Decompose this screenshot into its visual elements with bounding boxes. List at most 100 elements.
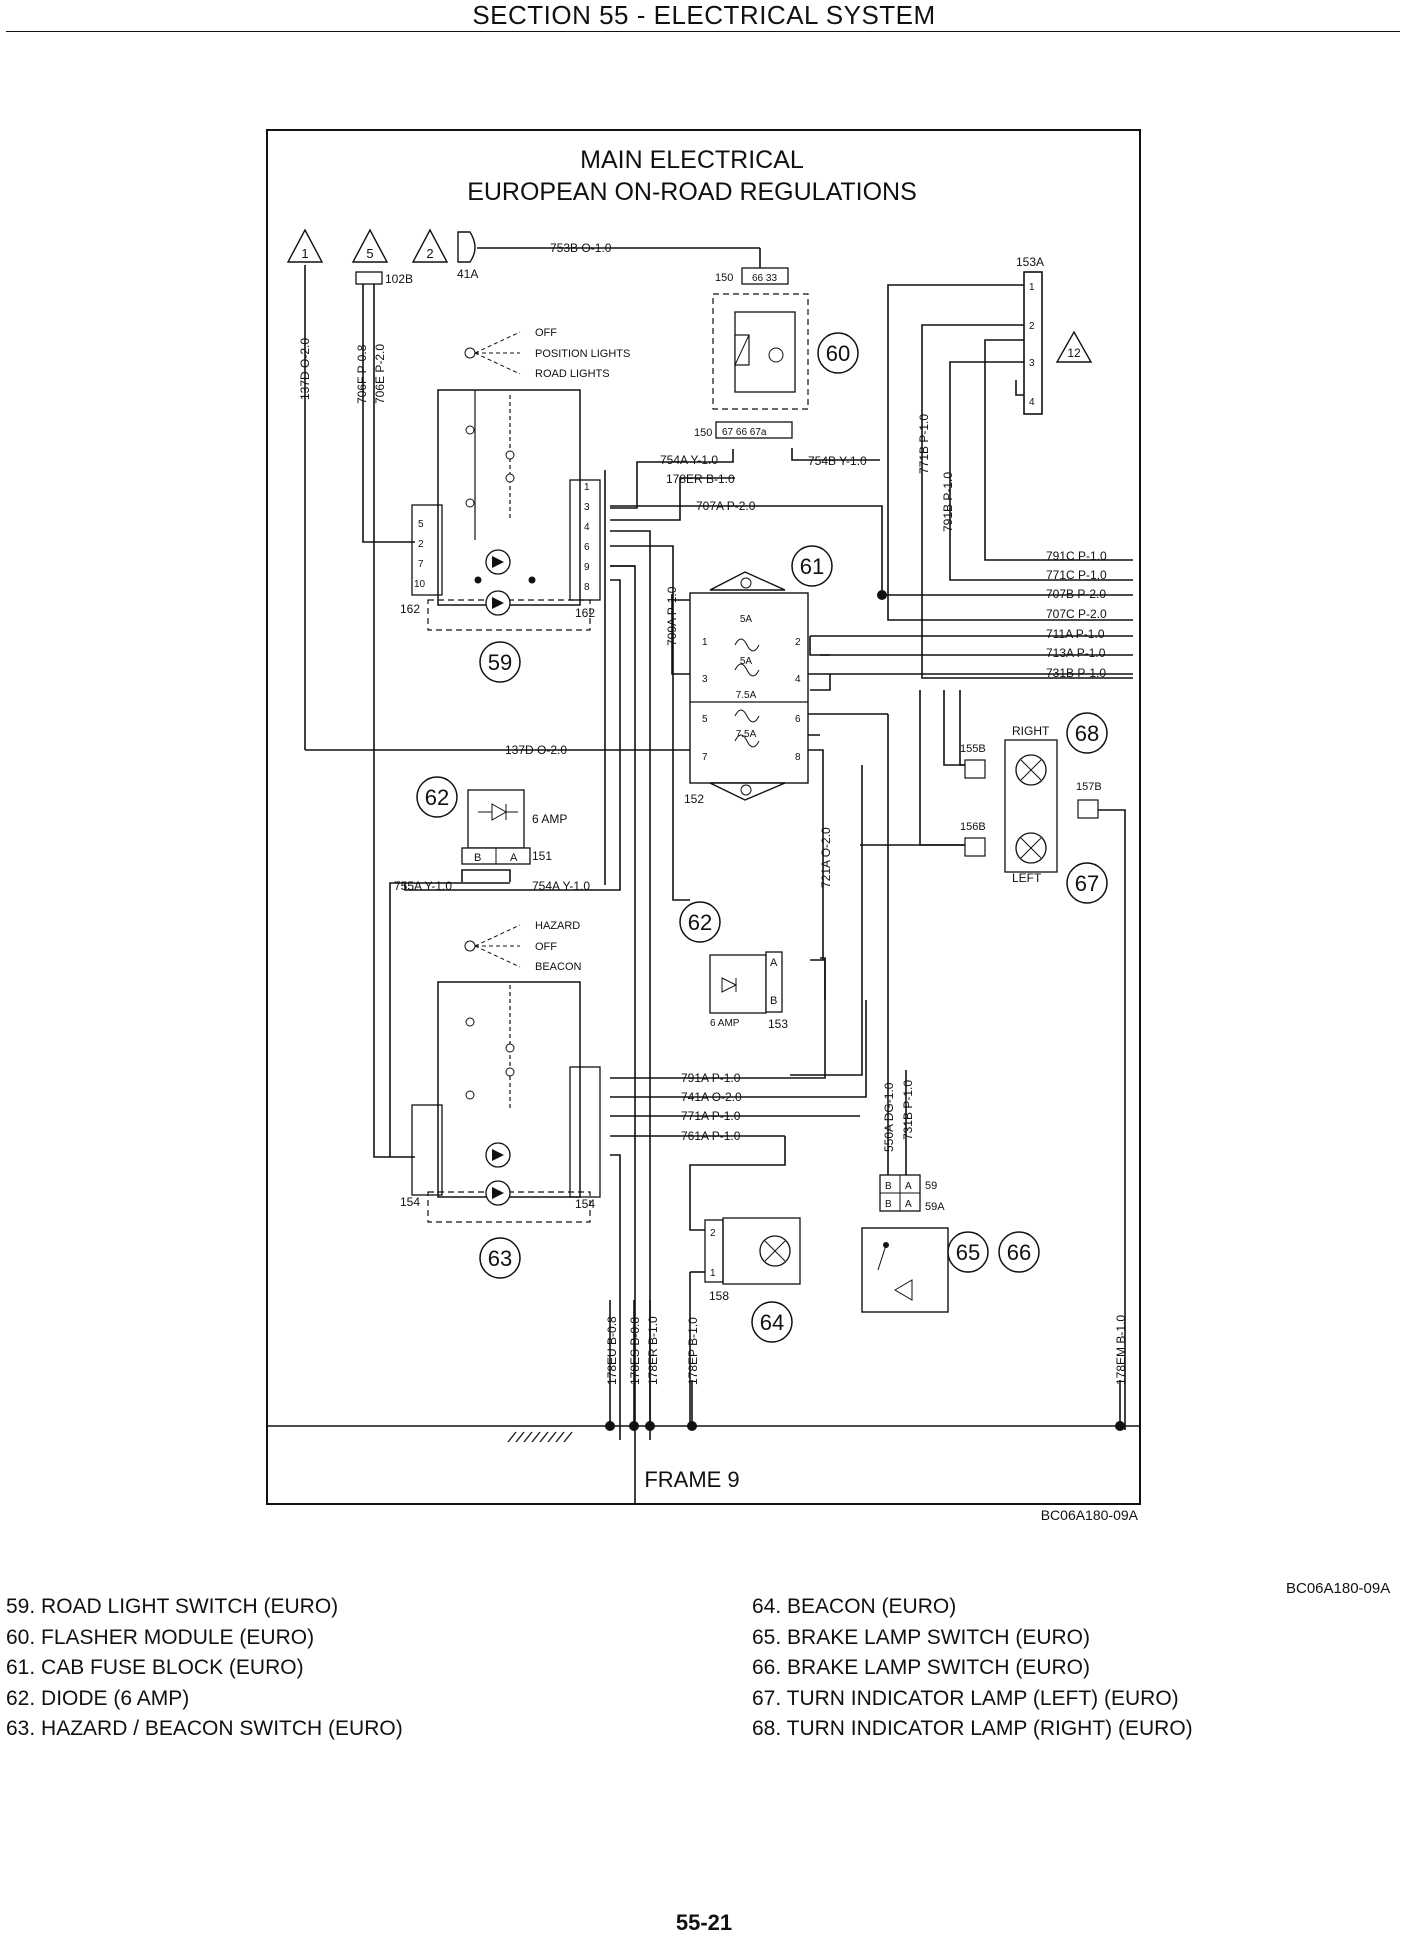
wire-137d-v: 137D O-2.0 bbox=[298, 338, 312, 400]
wire-707a: 707A P-2.0 bbox=[696, 499, 756, 513]
wire-178er-top: 178ER B-1.0 bbox=[666, 472, 735, 486]
svg-text:B: B bbox=[474, 852, 481, 864]
svg-text:5A: 5A bbox=[740, 656, 753, 667]
pos-position-label: POSITION LIGHTS bbox=[535, 348, 630, 360]
wire-711a: 711A P-1.0 bbox=[1046, 627, 1105, 641]
header-divider bbox=[6, 31, 1400, 32]
svg-text:150: 150 bbox=[715, 272, 733, 284]
svg-text:9: 9 bbox=[584, 562, 590, 573]
diagram-title: MAIN ELECTRICAL bbox=[580, 146, 804, 174]
wire-741a: 741A O-2.0 bbox=[681, 1090, 742, 1104]
wire-lines bbox=[267, 247, 1140, 1504]
svg-text:3: 3 bbox=[584, 502, 590, 513]
wire-137d-h: 137D O-2.0 bbox=[505, 743, 567, 757]
wire-707b: 707B P-2.0 bbox=[1046, 587, 1106, 601]
svg-text:153A: 153A bbox=[1016, 255, 1044, 269]
pos-off2-label: OFF bbox=[535, 941, 557, 953]
wire-791c: 791C P-1.0 bbox=[1046, 549, 1107, 563]
svg-text:3: 3 bbox=[702, 674, 708, 685]
svg-text:2: 2 bbox=[418, 539, 424, 550]
svg-text:151: 151 bbox=[532, 849, 552, 863]
svg-text:12: 12 bbox=[1067, 346, 1081, 360]
pos-hazard-label: HAZARD bbox=[535, 920, 580, 932]
wire-791a: 791A P-1.0 bbox=[681, 1071, 741, 1085]
wire-709a: 709A P-1.0 bbox=[665, 586, 679, 646]
legend-item-60: 60. FLASHER MODULE (EURO) bbox=[6, 1625, 315, 1649]
svg-text:A: A bbox=[905, 1199, 912, 1210]
legend-ref-code: BC06A180-09A bbox=[1286, 1580, 1391, 1597]
connector-153a: 153A 1 2 3 4 bbox=[1016, 255, 1044, 408]
svg-text:7.5A: 7.5A bbox=[736, 690, 757, 701]
svg-text:162: 162 bbox=[575, 606, 595, 620]
legend-item-62: 62. DIODE (6 AMP) bbox=[6, 1686, 190, 1710]
wire-706e: 706E P-2.0 bbox=[373, 344, 387, 404]
svg-text:1: 1 bbox=[301, 246, 308, 261]
svg-text:156B: 156B bbox=[960, 821, 986, 833]
diode-62-upper: B A 6 AMP 151 bbox=[461, 789, 567, 865]
wire-178es: 178ES B-0.8 bbox=[628, 1317, 642, 1385]
cab-fuse-block-61: 5A 5A 7.5A 7.5A 1 2 3 4 5 6 7 8 152 bbox=[684, 571, 809, 806]
svg-text:66 33: 66 33 bbox=[752, 273, 777, 284]
svg-text:155B: 155B bbox=[960, 743, 986, 755]
svg-text:A: A bbox=[905, 1181, 912, 1192]
pos-road-label: ROAD LIGHTS bbox=[535, 368, 610, 380]
svg-text:158: 158 bbox=[709, 1289, 729, 1303]
callout-68: 68 bbox=[1075, 721, 1099, 746]
svg-text:150: 150 bbox=[694, 427, 712, 439]
svg-text:7.5A: 7.5A bbox=[736, 729, 757, 740]
legend-item-61: 61. CAB FUSE BLOCK (EURO) bbox=[6, 1656, 304, 1679]
wire-labels-vertical: 137D O-2.0 706F P-0.8 706E P-2.0 771B P-… bbox=[298, 338, 1128, 1385]
callout-numbers: 59 60 61 62 62 63 64 65 66 67 68 bbox=[425, 341, 1099, 1335]
svg-text:5: 5 bbox=[702, 714, 708, 725]
svg-text:102B: 102B bbox=[385, 272, 413, 286]
page-header: SECTION 55 - ELECTRICAL SYSTEM bbox=[0, 0, 1408, 34]
svg-text:5A: 5A bbox=[740, 614, 753, 625]
svg-text:153: 153 bbox=[768, 1017, 788, 1031]
legend-left-column: 59. ROAD LIGHT SWITCH (EURO) 60. FLASHER… bbox=[6, 1592, 403, 1745]
callout-61: 61 bbox=[800, 554, 824, 579]
wire-754a-top: 754A Y-1.0 bbox=[660, 453, 718, 467]
hazard-beacon-switch-63: HAZARD OFF BEACON 154 154 bbox=[400, 920, 601, 1223]
legend-item-68: 68. TURN INDICATOR LAMP (RIGHT) (EURO) bbox=[752, 1717, 1193, 1740]
svg-text:2: 2 bbox=[426, 246, 433, 261]
svg-text:7: 7 bbox=[702, 752, 708, 763]
callout-59: 59 bbox=[488, 650, 512, 675]
wire-178eu: 178EU B-0.8 bbox=[605, 1316, 619, 1385]
pos-beacon-label: BEACON bbox=[535, 961, 582, 973]
svg-text:59: 59 bbox=[925, 1180, 937, 1192]
svg-text:157B: 157B bbox=[1076, 781, 1102, 793]
svg-text:6 AMP: 6 AMP bbox=[532, 812, 567, 826]
svg-text:A: A bbox=[770, 957, 778, 969]
svg-text:2: 2 bbox=[795, 637, 801, 648]
svg-text:10: 10 bbox=[414, 579, 426, 590]
wire-178ep: 178EP B-1.0 bbox=[686, 1317, 700, 1385]
beacon-64: 2 1 158 bbox=[704, 1217, 801, 1303]
svg-text:B: B bbox=[770, 995, 777, 1007]
svg-text:4: 4 bbox=[1029, 397, 1035, 408]
callout-63: 63 bbox=[488, 1246, 512, 1271]
sheet-ref-12: 12 bbox=[1055, 330, 1093, 363]
wire-731b-v: 731B P-1.0 bbox=[901, 1080, 915, 1140]
page-number: 55-21 bbox=[675, 1910, 733, 1935]
svg-text:152: 152 bbox=[684, 792, 704, 806]
wire-707c: 707C P-2.0 bbox=[1046, 607, 1107, 621]
legend-item-63: 63. HAZARD / BEACON SWITCH (EURO) bbox=[6, 1717, 403, 1740]
wire-754a-bot: 754A Y-1.0 bbox=[532, 879, 590, 893]
svg-text:8: 8 bbox=[584, 582, 590, 593]
svg-text:6 AMP: 6 AMP bbox=[710, 1018, 740, 1029]
callout-circles bbox=[416, 332, 1108, 1343]
svg-text:RIGHT: RIGHT bbox=[1012, 724, 1050, 738]
connector-102b: 102B bbox=[355, 271, 413, 286]
connector-41a: 41A bbox=[457, 231, 478, 281]
wire-755a: 755A Y-1.0 bbox=[394, 879, 452, 893]
svg-text:8: 8 bbox=[795, 752, 801, 763]
callout-66: 66 bbox=[1007, 1240, 1031, 1265]
sheet-ref-1: 1 bbox=[286, 228, 324, 263]
callout-67: 67 bbox=[1075, 871, 1099, 896]
svg-text:5: 5 bbox=[366, 246, 373, 261]
diagram-frame bbox=[266, 129, 1141, 1505]
svg-text:3: 3 bbox=[1029, 358, 1035, 369]
svg-text:59A: 59A bbox=[925, 1201, 945, 1213]
wire-754b: 754B Y-1.0 bbox=[808, 454, 867, 468]
